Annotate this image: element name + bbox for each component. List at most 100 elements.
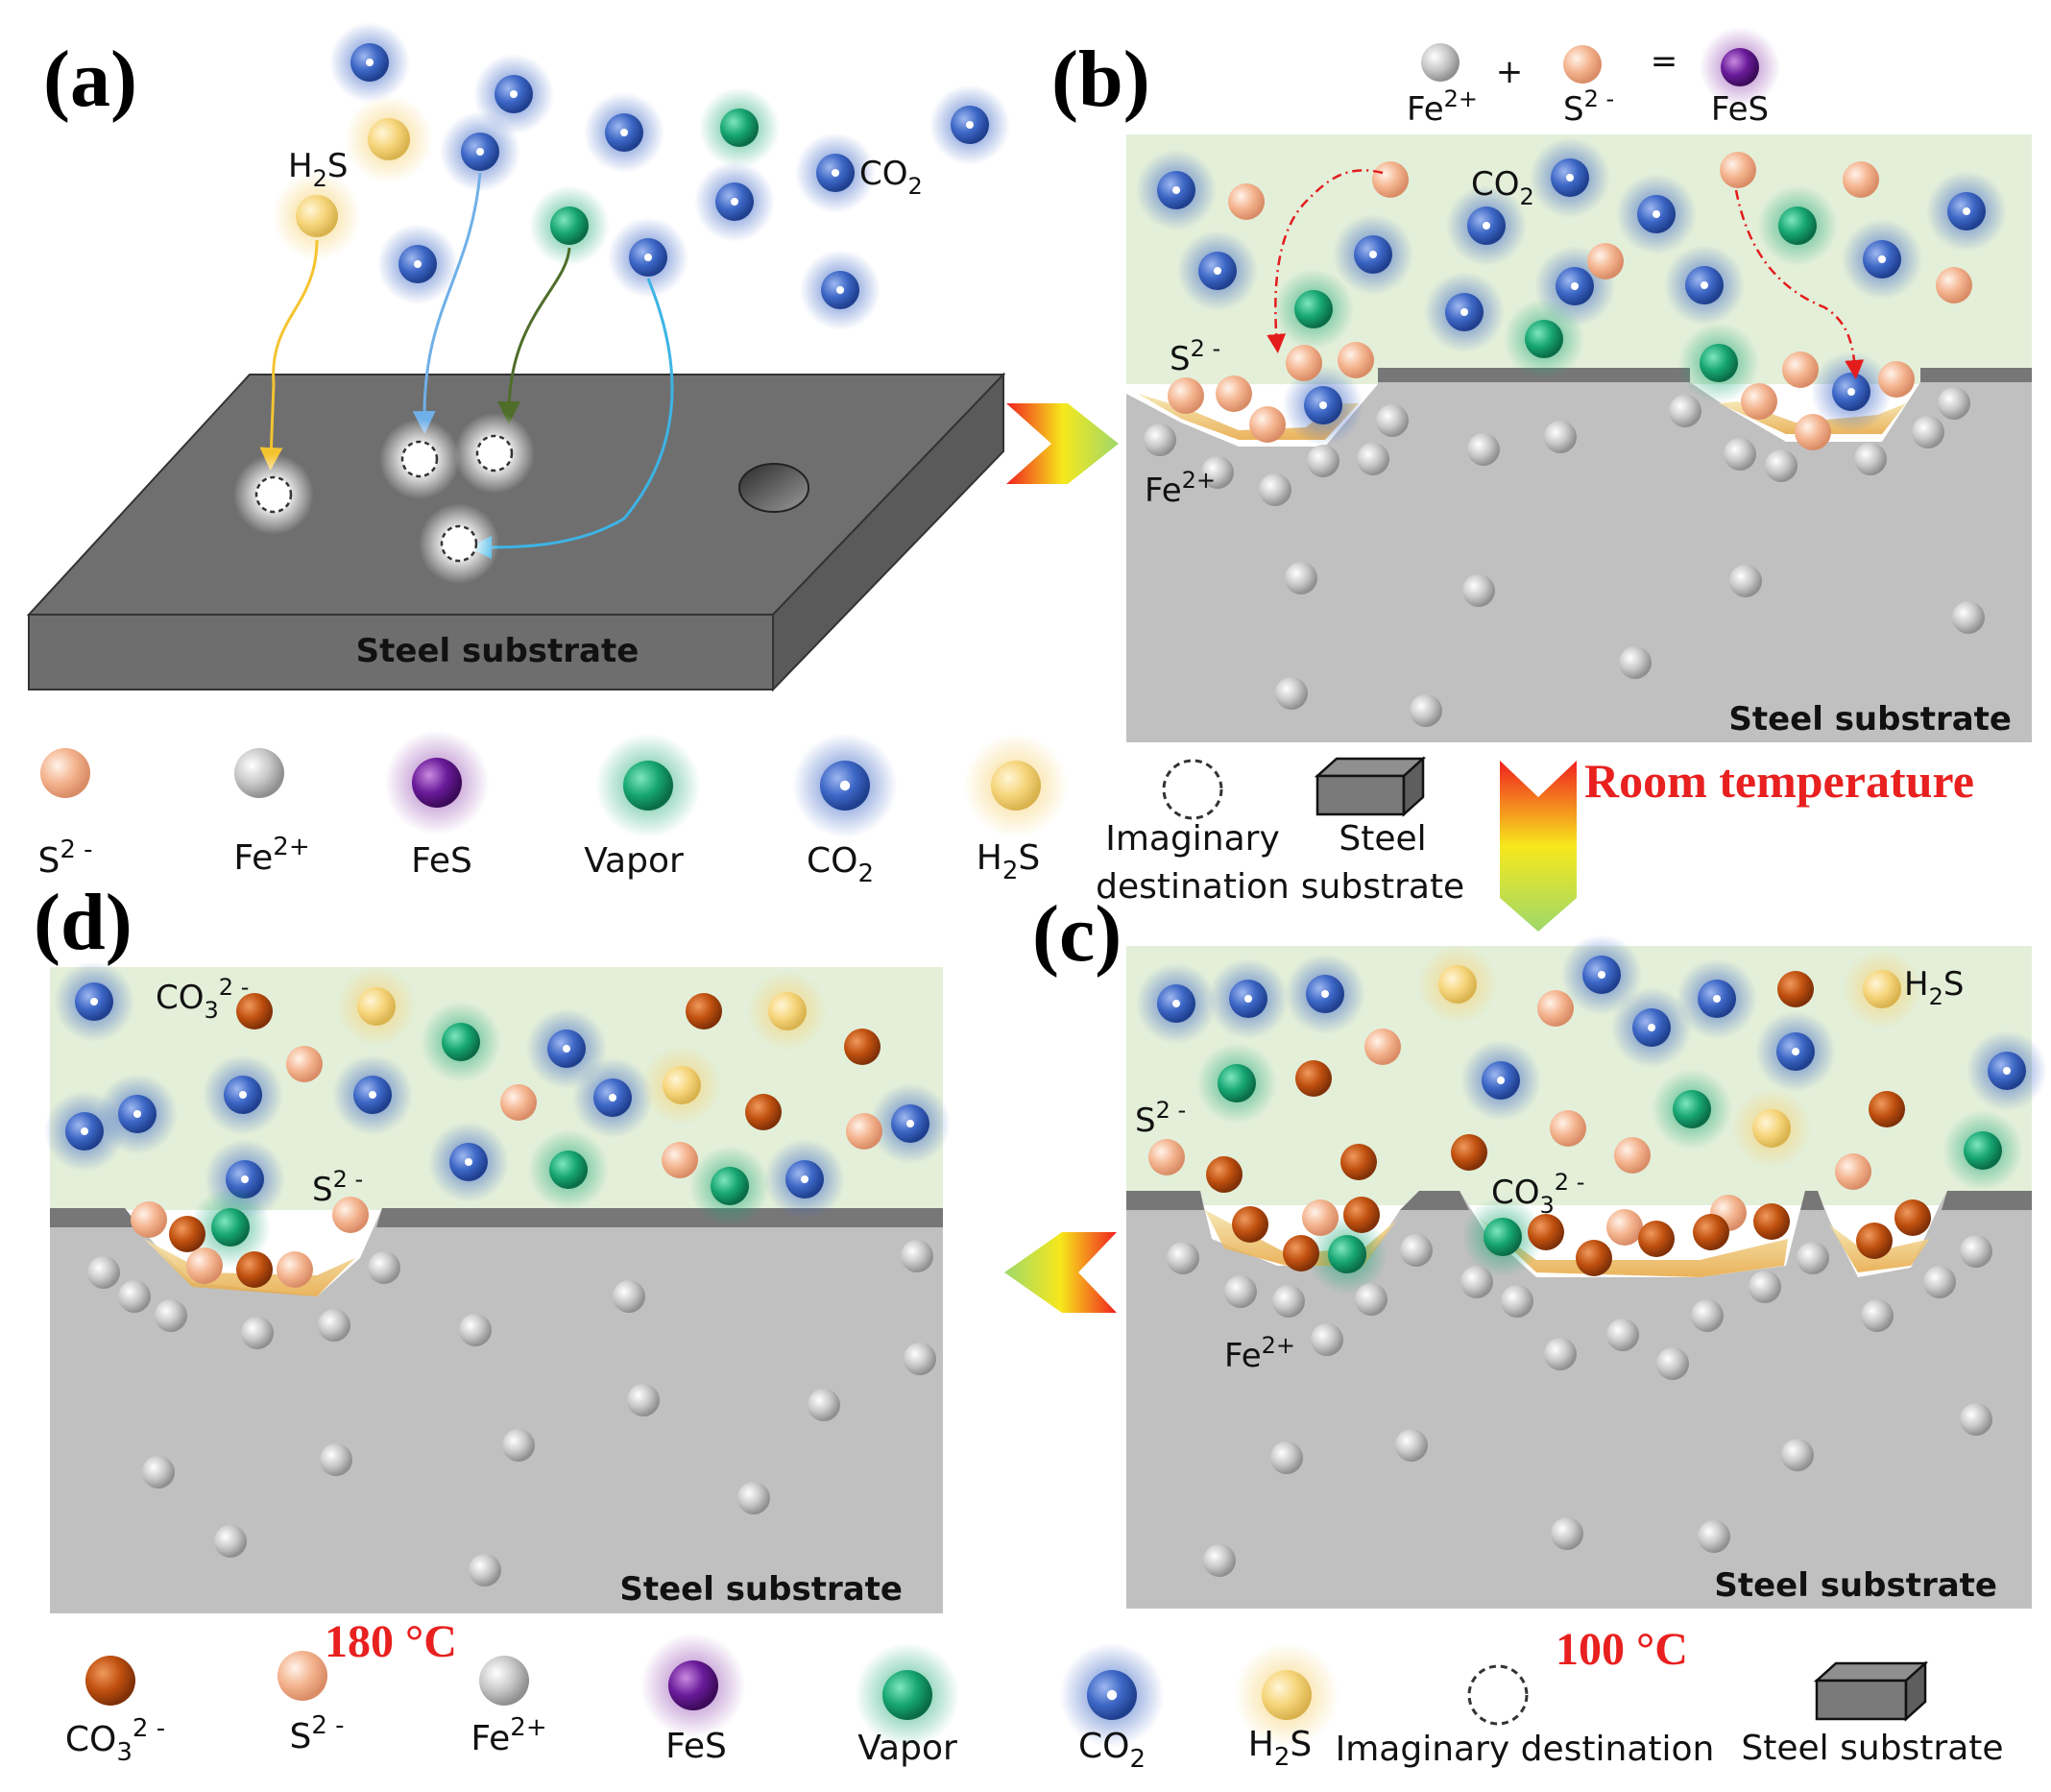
- s2-ion: [1537, 990, 1574, 1027]
- fe2-ion: [1797, 1242, 1829, 1274]
- co2-molecule: [584, 92, 664, 173]
- fe2-ion: [502, 1429, 535, 1462]
- fe2-ion: [1395, 1429, 1428, 1462]
- fe2-ion: [241, 1317, 274, 1349]
- legend-top-icons: [40, 730, 1069, 838]
- panel-b-label: (b): [1051, 35, 1150, 124]
- s2-ion: [1614, 1137, 1651, 1174]
- fe2-ion: [1272, 1285, 1305, 1318]
- co2-molecule: [1616, 174, 1697, 254]
- panel-d: (d) CO32 - S2 - Steel substrate: [34, 878, 951, 1613]
- s2-label-d: S2 -: [312, 1166, 363, 1209]
- co2-molecule: [1333, 214, 1413, 295]
- fe2-ion: [1501, 1285, 1533, 1318]
- vapor-molecule: [1273, 269, 1354, 350]
- steel-slab-side: [772, 372, 1004, 692]
- vapor-path-arrow: [497, 247, 571, 424]
- fe2-label-c: Fe2+: [1224, 1332, 1295, 1375]
- fe2-ion: [1167, 1242, 1199, 1274]
- fe2-ion: [1698, 1520, 1730, 1553]
- co2-molecule: [440, 111, 520, 192]
- fe2-ion: [1224, 1275, 1257, 1308]
- co2-molecule: [1530, 137, 1610, 218]
- fe2-ion: [1259, 473, 1291, 506]
- co2-molecule: [608, 217, 688, 298]
- fe2-ion: [1410, 694, 1442, 727]
- h2s-molecule: [641, 1045, 722, 1126]
- vapor-molecule: [421, 1002, 501, 1082]
- fe2-ion: [1307, 445, 1339, 477]
- pit-layer-c3: [1829, 1224, 1930, 1272]
- co2-molecule: [1811, 351, 1892, 432]
- s2-ion: [1606, 1209, 1643, 1246]
- s2-ion: [1302, 1199, 1339, 1236]
- fe2-ion: [1376, 404, 1409, 437]
- co3-ion: [1451, 1134, 1487, 1171]
- legend2-steel-icon: [1813, 1660, 1929, 1722]
- co3-ion: [1753, 1203, 1790, 1240]
- fe2-ion: [1923, 1266, 1956, 1298]
- fe2-ion: [1400, 1234, 1433, 1267]
- fe2-ion: [1355, 1283, 1387, 1316]
- s2-ion: [1835, 1153, 1871, 1190]
- steel-substrate-label-a: Steel substrate: [356, 632, 639, 670]
- s2-ion: [1550, 1110, 1586, 1147]
- s2-label-c: S2 -: [1135, 1097, 1186, 1140]
- h2s-molecule: [1842, 949, 1922, 1029]
- co2-molecule: [1664, 245, 1745, 326]
- s2-ion: [131, 1201, 167, 1238]
- fe2-ion: [1467, 433, 1500, 466]
- panel-c: (c) H2S S2 - CO32 - Fe2+ Steel substrate: [1032, 889, 2047, 1609]
- s2-ion: [1249, 406, 1286, 443]
- s2-label-eq: S2 -: [1563, 85, 1614, 129]
- co2-molecule: [694, 161, 775, 242]
- s2-ion: [286, 1046, 323, 1082]
- s2-ion: [1795, 414, 1831, 450]
- co3-ion: [1856, 1223, 1893, 1259]
- legend2-fe2: Fe2+: [471, 1713, 546, 1758]
- co2-path-arrow-1: [412, 172, 482, 434]
- h2s-molecule: [963, 733, 1069, 838]
- fe2-ion: [1203, 1544, 1236, 1577]
- room-temperature-label: Room temperature: [1584, 754, 1974, 808]
- co2-molecule: [1136, 963, 1217, 1044]
- co3-ion: [1283, 1235, 1319, 1271]
- molecules-panel-b: [1136, 137, 2007, 727]
- fe2-ion: [627, 1384, 660, 1417]
- co2-molecule: [1611, 987, 1692, 1068]
- legend-s2: S2 -: [37, 835, 92, 881]
- co2-path-arrow-2: [469, 278, 674, 559]
- vapor-molecule: [528, 1129, 609, 1210]
- fe2-ion: [1912, 416, 1944, 448]
- s2-label-b: S2 -: [1170, 335, 1220, 378]
- h2s-label-a: H2S: [288, 147, 348, 192]
- substrate-c: [1126, 1191, 2032, 1609]
- molecules-panel-d: [44, 961, 951, 1586]
- fe2-ion: [368, 1251, 400, 1284]
- s2-ion: [500, 1084, 537, 1121]
- fe2-ion: [1285, 562, 1317, 594]
- reaction-arrow-b2: [1734, 189, 1865, 379]
- s2-ion: [1228, 183, 1265, 220]
- equals-sign: =: [1651, 42, 1678, 81]
- co2-molecule: [203, 1054, 283, 1135]
- co2-molecule: [1285, 954, 1365, 1034]
- arrow-c-to-d: [1004, 1232, 1117, 1313]
- fe2-ion: [1729, 565, 1762, 597]
- legend-imaginary-1: Imaginary: [1105, 819, 1280, 859]
- s2-ion: [846, 1113, 882, 1150]
- co3-label-c: CO32 -: [1491, 1169, 1584, 1219]
- fe2-ion: [1421, 43, 1460, 82]
- legend-imaginary-icon: [1162, 759, 1223, 820]
- fe2-ion: [214, 1525, 247, 1558]
- panel-b: (b) CO2 S2 - Fe2+ Steel substrate: [1051, 35, 2032, 742]
- legend2-fes: FeS: [665, 1727, 727, 1766]
- s2-ion: [1843, 161, 1879, 198]
- legend2-s2: S2 -: [289, 1711, 344, 1756]
- molecules-panel-c: [1136, 934, 2047, 1577]
- legend2-steel: Steel substrate: [1741, 1729, 2003, 1768]
- panel-c-label: (c): [1032, 889, 1122, 979]
- fe2-ion: [1691, 1299, 1724, 1332]
- fe2-ion: [479, 1656, 529, 1706]
